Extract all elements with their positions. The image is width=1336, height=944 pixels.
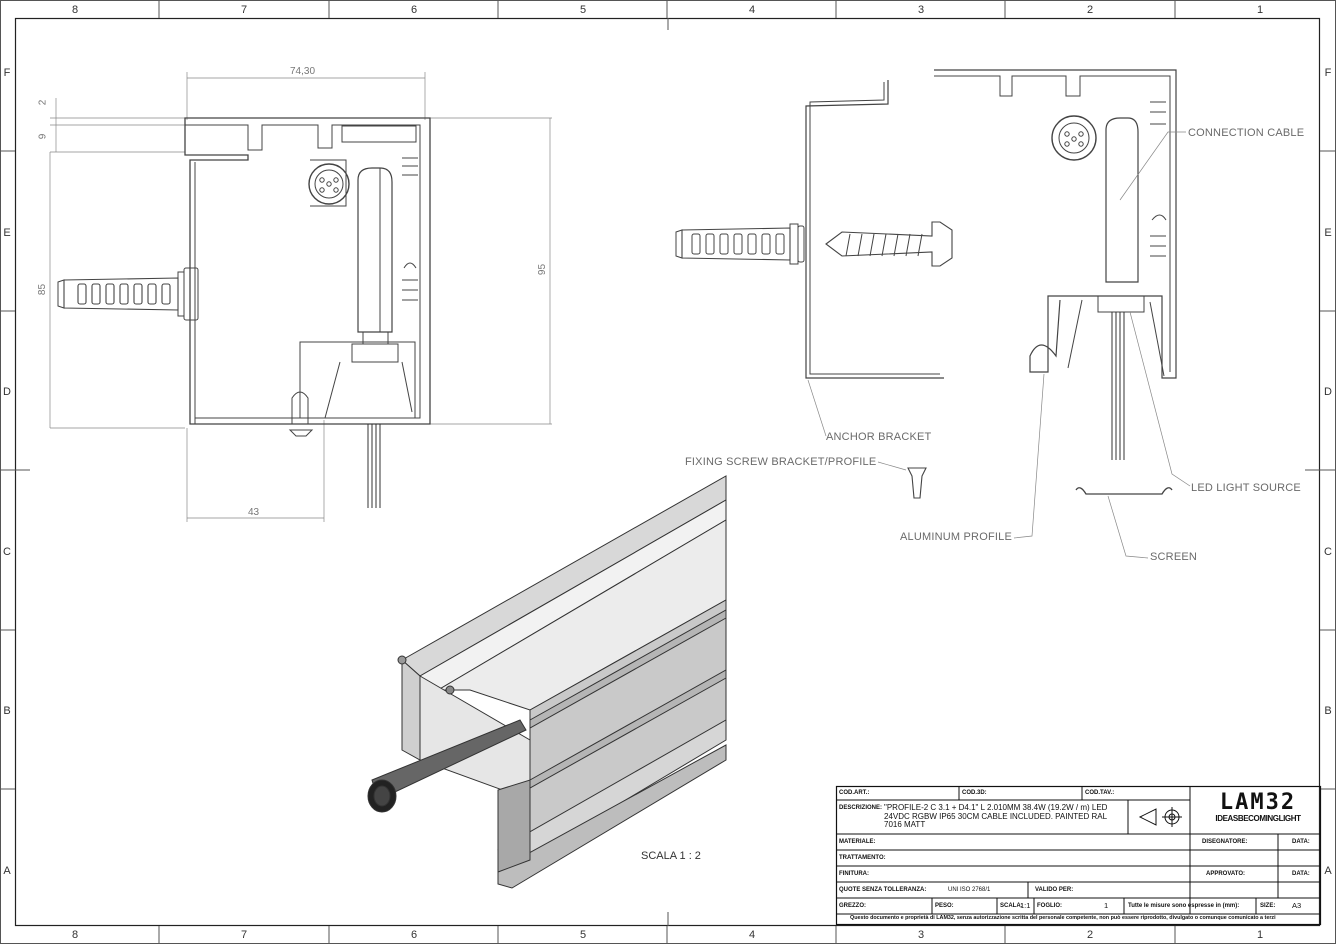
quote-value: UNI ISO 2768/1	[948, 887, 991, 893]
dim-top-2: 2	[37, 99, 49, 106]
misure-label: Tutte le misure sono espresse in (mm):	[1128, 903, 1240, 909]
description-text: "PROFILE-2 C 3.1 + D4.1" L 2.010MM 38.4W…	[884, 803, 1108, 829]
zone-col-1-top: 1	[1256, 4, 1264, 16]
zone-row-B-left: B	[3, 705, 11, 717]
scala-value: 1:1	[1020, 901, 1031, 910]
size-label: SIZE:	[1260, 903, 1276, 909]
callout-aluminum-profile: ALUMINUM PROFILE	[900, 531, 1012, 543]
zone-row-C-right: C	[1324, 546, 1332, 558]
data-label-1: DATA:	[1292, 839, 1310, 845]
dim-width-43: 43	[248, 507, 260, 518]
descrizione-label: DESCRIZIONE:	[839, 805, 883, 811]
valido-per-label: VALIDO PER:	[1035, 887, 1074, 893]
zone-col-3-bottom: 3	[917, 929, 925, 941]
zone-col-6-top: 6	[410, 4, 418, 16]
zone-col-7-top: 7	[240, 4, 248, 16]
callout-fixing-screw: FIXING SCREW BRACKET/PROFILE	[685, 456, 877, 468]
logo-tagline: IDEASBECOMINGLIGHT	[1215, 814, 1301, 823]
materiale-label: MATERIALE:	[839, 839, 876, 845]
approvato-label: APPROVATO:	[1206, 871, 1246, 877]
peso-label: PESO:	[935, 903, 954, 909]
quote-label: QUOTE SENZA TOLLERANZA:	[839, 887, 927, 893]
zone-row-E-left: E	[3, 227, 11, 239]
footer-notice: Questo documento e proprietà di LAM32, s…	[850, 915, 1276, 921]
dim-width-top: 74,30	[290, 66, 316, 77]
zone-col-6-bottom: 6	[410, 929, 418, 941]
zone-col-7-bottom: 7	[240, 929, 248, 941]
logo-mark: LAM32	[1219, 790, 1297, 815]
zone-col-3-top: 3	[917, 4, 925, 16]
callout-anchor-bracket: ANCHOR BRACKET	[826, 431, 932, 443]
callout-connection-cable: CONNECTION CABLE	[1188, 127, 1305, 139]
isometric-view	[367, 475, 727, 889]
zone-col-5-top: 5	[579, 4, 587, 16]
zone-col-8-bottom: 8	[71, 929, 79, 941]
size-value: A3	[1292, 901, 1302, 910]
zone-row-C-left: C	[3, 546, 11, 558]
zone-col-5-bottom: 5	[579, 929, 587, 941]
zone-col-1-bottom: 1	[1256, 929, 1264, 941]
callout-led-light-source: LED LIGHT SOURCE	[1191, 482, 1301, 494]
zone-col-2-top: 2	[1086, 4, 1094, 16]
zone-row-D-right: D	[1324, 386, 1332, 398]
cod-tav-label: COD.TAV.:	[1085, 790, 1115, 796]
dim-height-85: 85	[37, 283, 49, 296]
cod-3d-label: COD.3D:	[962, 790, 987, 796]
scala-label: SCALA:	[1000, 903, 1023, 909]
zone-row-A-left: A	[3, 865, 11, 877]
foglio-label: FOGLIO:	[1037, 903, 1062, 909]
section-view-left	[49, 72, 552, 522]
zone-col-8-top: 8	[71, 4, 79, 16]
zone-row-D-left: D	[3, 386, 11, 398]
zone-row-F-right: F	[1324, 67, 1332, 79]
callout-screen: SCREEN	[1150, 551, 1198, 563]
dim-height-95: 95	[537, 263, 549, 276]
dim-top-9: 9	[37, 133, 49, 140]
title-block-frame	[835, 785, 1322, 926]
exploded-view	[675, 69, 1191, 559]
zone-row-B-right: B	[1324, 705, 1332, 717]
grezzo-label: GREZZO:	[839, 903, 866, 909]
zone-col-2-bottom: 2	[1086, 929, 1094, 941]
cod-art-label: COD.ART.:	[839, 790, 870, 796]
zone-row-A-right: A	[1324, 865, 1332, 877]
trattamento-label: TRATTAMENTO:	[839, 855, 886, 861]
scale-label: SCALA 1 : 2	[641, 850, 701, 862]
foglio-value: 1	[1104, 901, 1109, 910]
title-block: COD.ART.: COD.3D: COD.TAV.: DESCRIZIONE:…	[836, 786, 1320, 924]
zone-col-4-top: 4	[748, 4, 756, 16]
zone-row-F-left: F	[3, 67, 11, 79]
disegnatore-label: DISEGNATORE:	[1202, 839, 1248, 845]
company-logo: LAM32 IDEASBECOMINGLIGHT	[1202, 790, 1314, 824]
zone-col-4-bottom: 4	[748, 929, 756, 941]
finitura-label: FINITURA:	[839, 871, 869, 877]
zone-row-E-right: E	[1324, 227, 1332, 239]
data-label-2: DATA:	[1292, 871, 1310, 877]
